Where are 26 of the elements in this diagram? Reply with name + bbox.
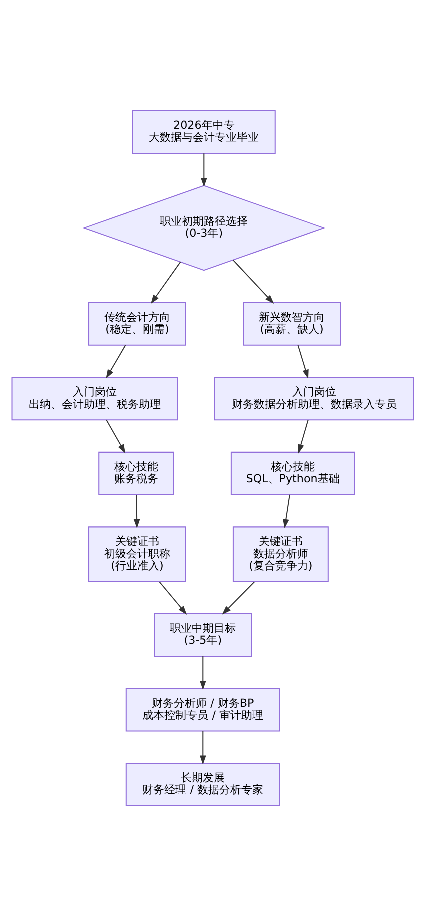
node-box: 核心技能 账务税务: [98, 451, 174, 495]
node-box: 2026年中专 大数据与会计专业毕业: [132, 110, 276, 154]
arrow: [298, 344, 309, 378]
arrow: [159, 581, 188, 614]
arrow: [106, 344, 126, 378]
arrow: [200, 730, 206, 764]
arrow: [298, 420, 309, 454]
node-box: 核心技能 SQL、Python基础: [230, 451, 356, 495]
node-box: 新兴数智方向 (高薪、缺人): [243, 302, 342, 346]
node-box: 关键证书 数据分析师 (复合竞争力): [232, 526, 329, 582]
node-box: 长期发展 财务经理 / 数据分析专家: [126, 762, 280, 806]
arrow: [233, 260, 274, 304]
arrow: [283, 494, 290, 528]
node-box: 传统会计方向 (稳定、刚需): [88, 302, 186, 346]
node-box: 职业中期目标 (3-5年): [154, 613, 252, 656]
arrow: [222, 581, 255, 614]
node-box: 入门岗位 财务数据分析助理、数据录入专员: [214, 376, 414, 420]
node-box: 财务分析师 / 财务BP 成本控制专员 / 审计助理: [126, 688, 280, 732]
arrow: [134, 494, 140, 528]
arrow: [200, 656, 206, 690]
node-diamond: 职业初期路径选择 (0-3年): [82, 184, 326, 271]
arrow: [200, 153, 208, 187]
node-box: 关键证书 初级会计职称 (行业准入): [88, 526, 186, 582]
node-box: 入门岗位 出纳、会计助理、税务助理: [12, 376, 178, 420]
arrow: [106, 419, 126, 454]
arrow: [151, 262, 182, 304]
